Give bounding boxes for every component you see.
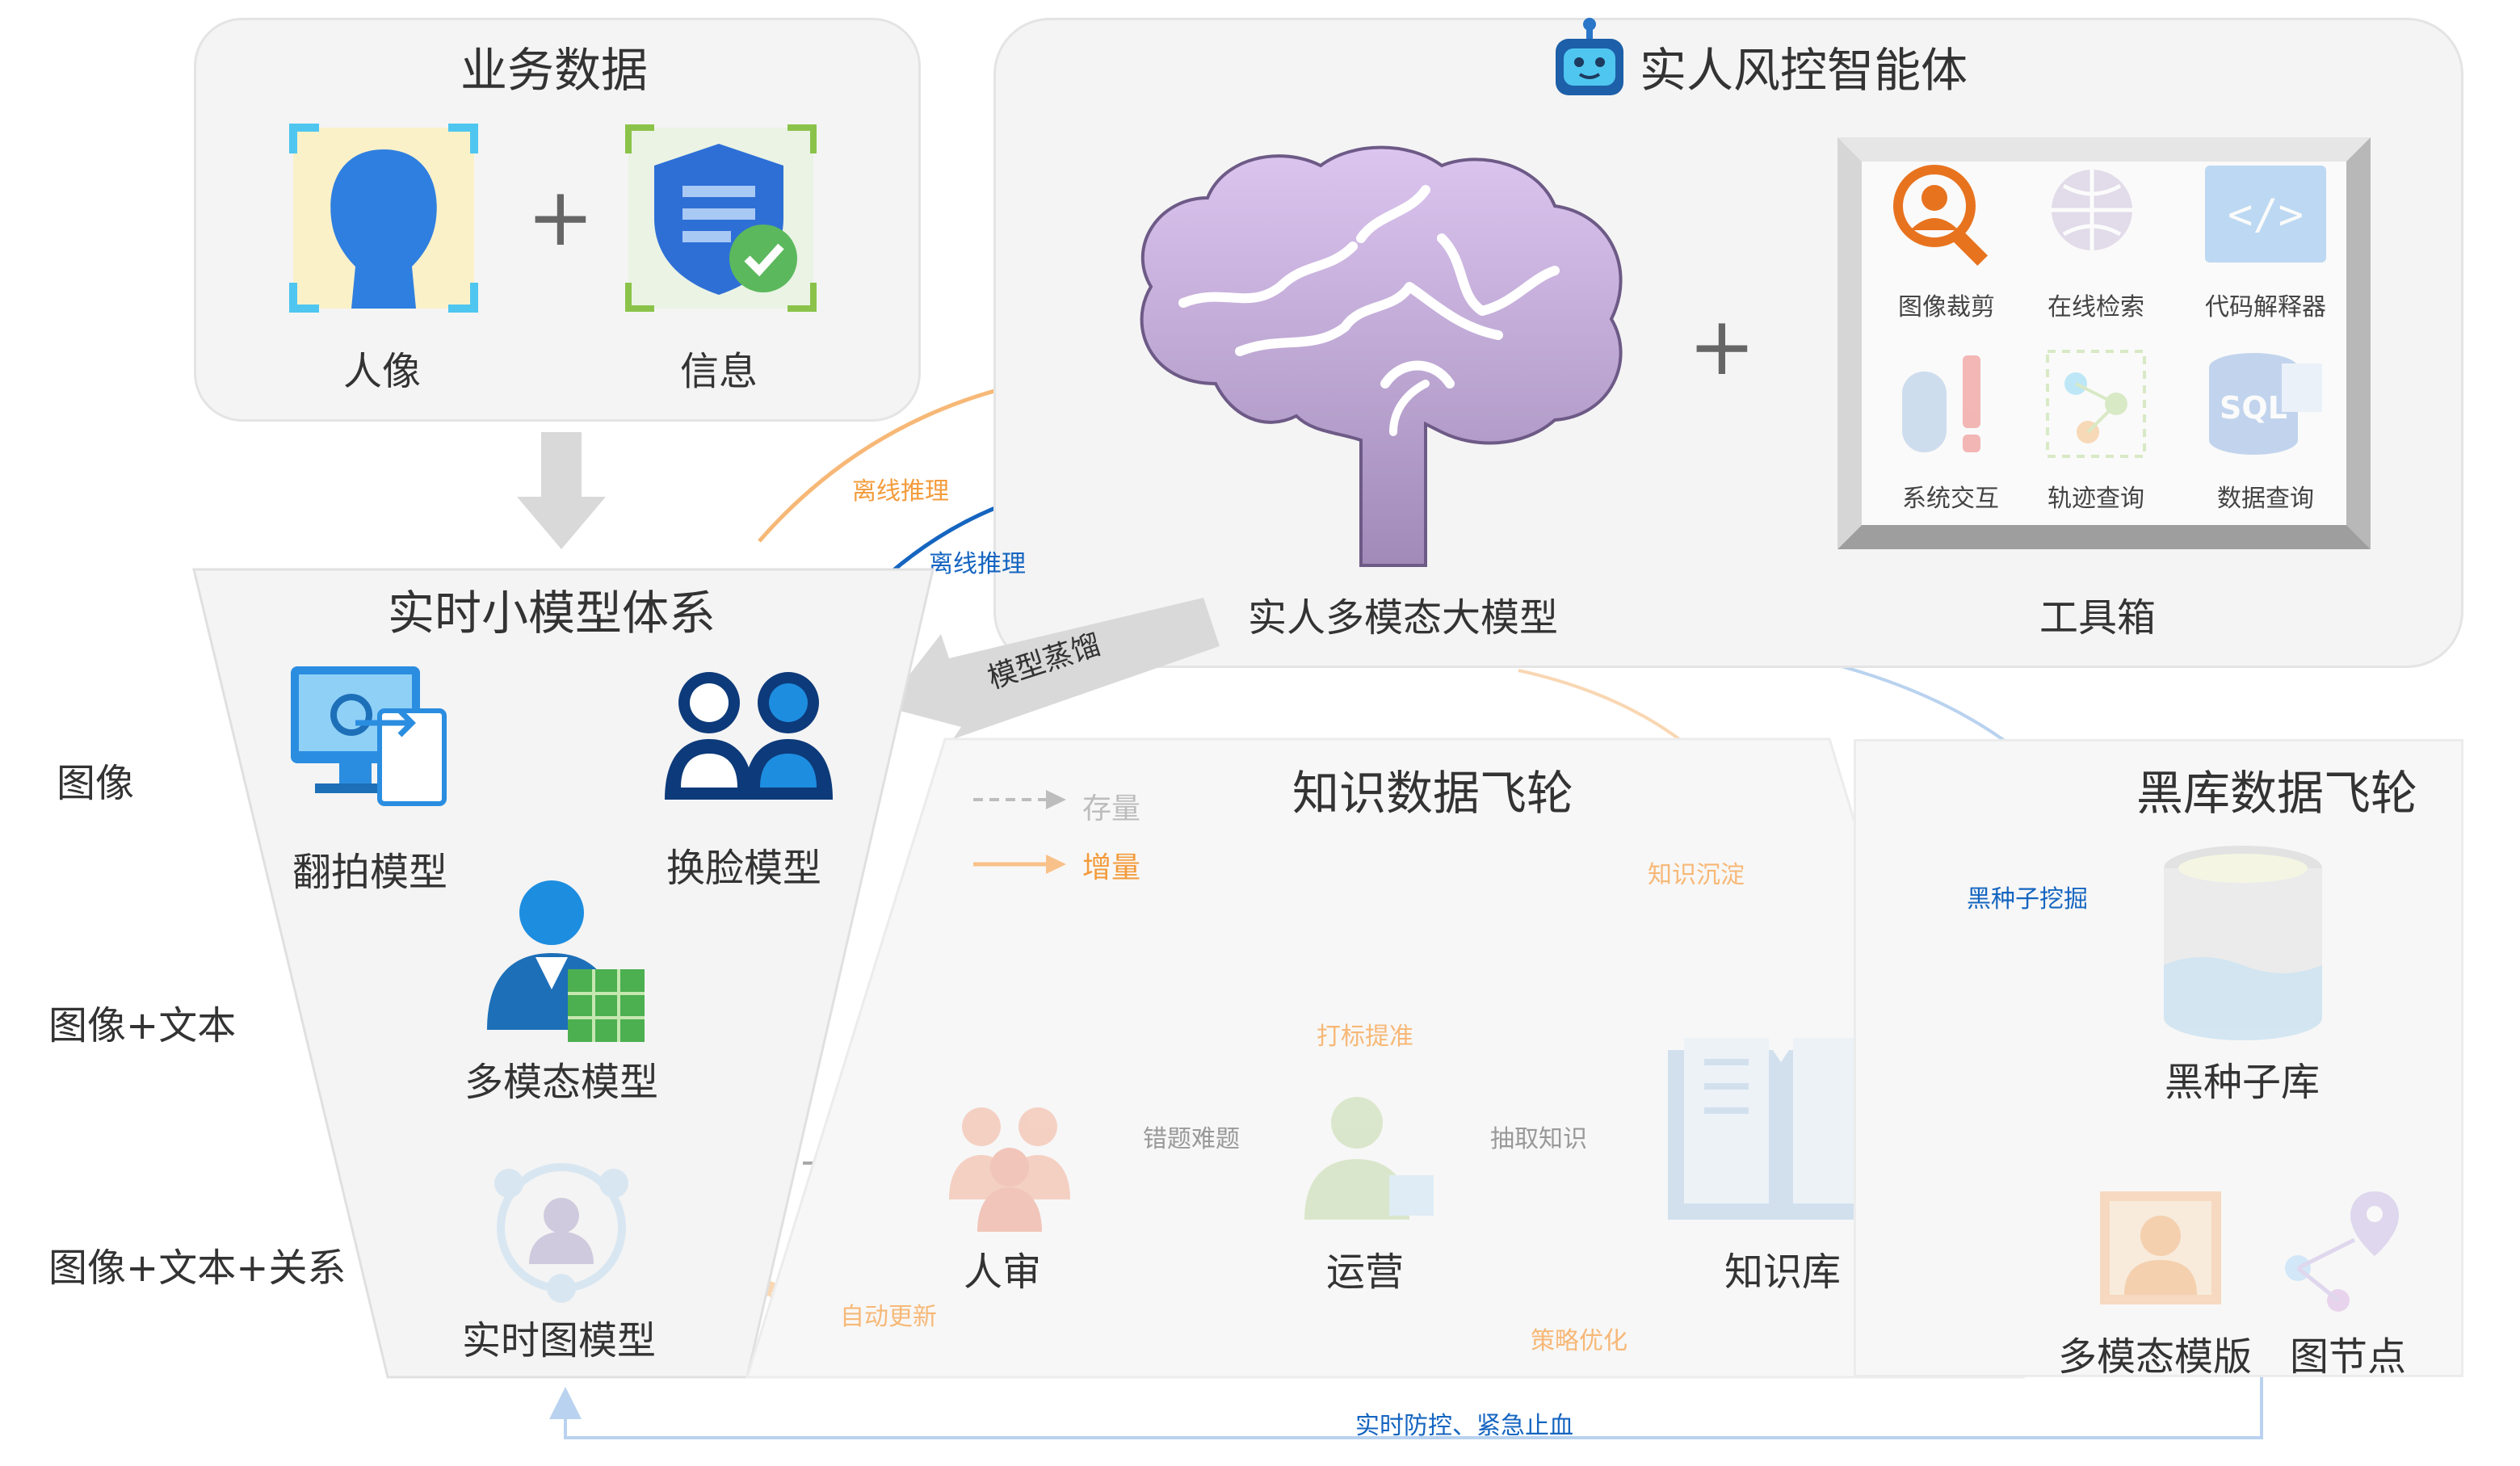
business-data-title: 业务数据 bbox=[460, 43, 649, 98]
ops-label: 运营 bbox=[1326, 1250, 1405, 1295]
brain-icon bbox=[1140, 145, 1623, 567]
review-icon bbox=[949, 1107, 1070, 1232]
distill-arrow bbox=[884, 598, 1220, 739]
black-flywheel-panel bbox=[1854, 739, 2463, 1377]
data-query-icon: SQL bbox=[2209, 353, 2322, 455]
offline-label-orange: 离线推理 bbox=[852, 477, 949, 506]
knowledge-library-label: 知识库 bbox=[1724, 1250, 1842, 1295]
plus-sign-agent: + bbox=[1688, 299, 1756, 393]
realtime-graph-model-label: 实时图模型 bbox=[462, 1318, 657, 1363]
trajectory-query-icon bbox=[2046, 350, 2146, 458]
offline-label-blue: 离线推理 bbox=[929, 550, 1026, 578]
small-model-title: 实时小模型体系 bbox=[388, 586, 716, 641]
knowledge-flywheel-panel bbox=[745, 737, 2026, 1379]
row-label-image-text: 图像+文本 bbox=[48, 1003, 237, 1048]
agent-title: 实人风控智能体 bbox=[1640, 43, 1968, 98]
wrong-label: 错题难题 bbox=[1143, 1125, 1240, 1153]
realtime-control-label: 实时防控、紧急止血 bbox=[1355, 1412, 1573, 1440]
svg-text:</>: </> bbox=[2228, 191, 2304, 239]
legend-stock-arrow bbox=[973, 790, 1066, 809]
strategy-label: 策略优化 bbox=[1531, 1327, 1628, 1355]
auto-update-label: 自动更新 bbox=[840, 1303, 937, 1331]
black-flywheel-title: 黑库数据飞轮 bbox=[2136, 766, 2418, 821]
system-interaction-icon bbox=[1902, 355, 1980, 452]
tool-label-crop: 图像裁剪 bbox=[1898, 293, 1995, 321]
row-label-image: 图像 bbox=[57, 761, 135, 806]
svg-text:SQL: SQL bbox=[2220, 390, 2287, 426]
sediment-label: 知识沉淀 bbox=[1648, 861, 1745, 889]
face-swap-model-label: 换脸模型 bbox=[666, 846, 822, 891]
portrait-icon bbox=[289, 124, 478, 313]
online-search-icon bbox=[2052, 170, 2132, 250]
legend-increment-arrow bbox=[973, 855, 1066, 874]
multimodal-template-label: 多模态模版 bbox=[2058, 1334, 2253, 1380]
robot-icon bbox=[1556, 18, 1623, 95]
tool-label-search: 在线检索 bbox=[2048, 293, 2144, 321]
row-label-image-text-relation: 图像+文本+关系 bbox=[48, 1245, 346, 1291]
graph-node-label: 图节点 bbox=[2290, 1334, 2407, 1380]
multimodal-template-icon bbox=[2100, 1191, 2221, 1304]
extract-label: 抽取知识 bbox=[1490, 1125, 1587, 1153]
image-crop-icon bbox=[1893, 165, 1989, 267]
recapture-model-icon bbox=[291, 666, 447, 806]
review-label: 人审 bbox=[964, 1250, 1042, 1295]
tool-label-trajectory: 轨迹查询 bbox=[2048, 485, 2144, 513]
tool-label-code: 代码解释器 bbox=[2205, 293, 2326, 321]
recapture-model-label: 翻拍模型 bbox=[292, 850, 448, 895]
face-swap-model-icon bbox=[665, 672, 833, 800]
plus-sign-business: + bbox=[527, 170, 594, 264]
realtime-feedback-line bbox=[549, 1373, 2263, 1439]
tool-label-system: 系统交互 bbox=[1902, 485, 1999, 513]
black-seed-lib-label: 黑种子库 bbox=[2165, 1060, 2320, 1105]
model-label: 实人多模态大模型 bbox=[1248, 595, 1559, 641]
multimodal-model-icon bbox=[487, 880, 645, 1042]
shield-info-icon bbox=[625, 124, 817, 312]
labeling-label: 打标提准 bbox=[1317, 1023, 1413, 1051]
black-seed-mining-label: 黑种子挖掘 bbox=[1967, 885, 2088, 914]
realtime-graph-model-icon bbox=[494, 1163, 628, 1303]
tool-label-dataquery: 数据查询 bbox=[2217, 485, 2314, 513]
portrait-label: 人像 bbox=[343, 349, 422, 394]
ops-icon bbox=[1304, 1097, 1434, 1220]
multimodal-model-label: 多模态模型 bbox=[464, 1060, 659, 1105]
legend-increment-label: 增量 bbox=[1082, 851, 1141, 884]
knowledge-flywheel-title: 知识数据飞轮 bbox=[1292, 766, 1574, 821]
info-label: 信息 bbox=[680, 349, 758, 394]
legend-stock-label: 存量 bbox=[1082, 792, 1141, 825]
toolbox-label: 工具箱 bbox=[2039, 595, 2157, 641]
graph-node-icon bbox=[2285, 1191, 2399, 1312]
black-seed-db-icon bbox=[2164, 846, 2322, 1040]
code-interpreter-icon: </> bbox=[2205, 166, 2326, 263]
down-arrow-business bbox=[517, 432, 606, 549]
